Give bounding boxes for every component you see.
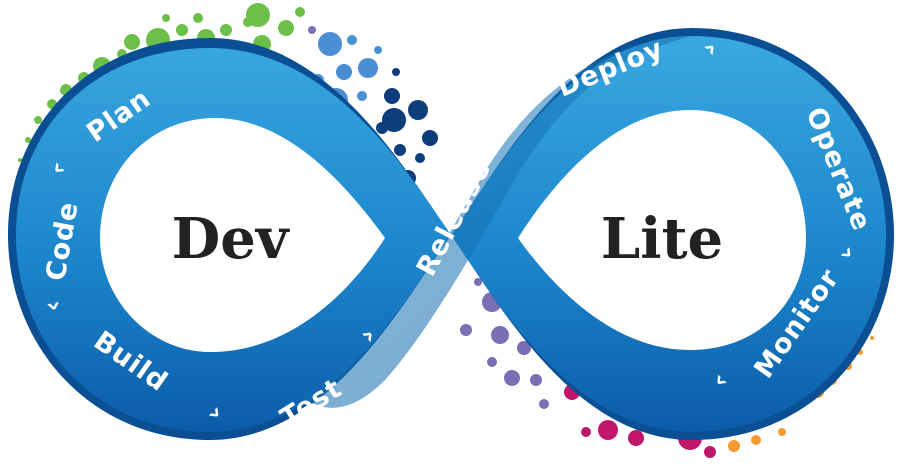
dot	[18, 158, 22, 162]
dot	[778, 428, 786, 436]
brand-right-word: Lite	[601, 206, 723, 272]
dot	[491, 326, 509, 344]
dot	[870, 336, 874, 340]
brand-left-word: Dev	[172, 206, 290, 272]
right-hole	[518, 110, 806, 350]
dot	[628, 430, 644, 446]
dot	[384, 88, 400, 104]
dot	[357, 91, 367, 101]
dot	[530, 374, 542, 386]
dot	[704, 446, 716, 458]
dot	[347, 35, 357, 45]
dot	[422, 130, 438, 146]
dot	[193, 13, 203, 23]
dot	[504, 370, 520, 386]
dot	[408, 100, 428, 120]
dot	[487, 357, 497, 367]
dot	[374, 46, 382, 54]
dot	[539, 399, 549, 409]
dot	[728, 440, 740, 452]
dot	[176, 24, 188, 36]
dot	[581, 427, 591, 437]
dot	[415, 153, 425, 163]
dot	[246, 3, 270, 27]
dot	[34, 116, 42, 124]
dot	[751, 435, 761, 445]
dot	[460, 324, 472, 336]
dot	[598, 420, 618, 440]
dot	[517, 341, 531, 355]
left-hole	[100, 118, 385, 352]
dot	[336, 64, 352, 80]
dot	[162, 14, 170, 22]
dot	[358, 58, 378, 78]
dot	[474, 278, 482, 286]
dot	[25, 137, 31, 143]
chevron-icon: ‹	[37, 298, 68, 314]
dot	[392, 68, 400, 76]
dot	[394, 144, 406, 156]
dot	[382, 108, 406, 132]
dot	[308, 26, 316, 34]
band-cross	[300, 36, 692, 408]
dot	[318, 32, 342, 56]
dot	[295, 7, 305, 17]
infinity-band	[8, 28, 894, 440]
dot	[278, 20, 294, 36]
dot	[220, 24, 232, 36]
dot	[124, 34, 140, 50]
